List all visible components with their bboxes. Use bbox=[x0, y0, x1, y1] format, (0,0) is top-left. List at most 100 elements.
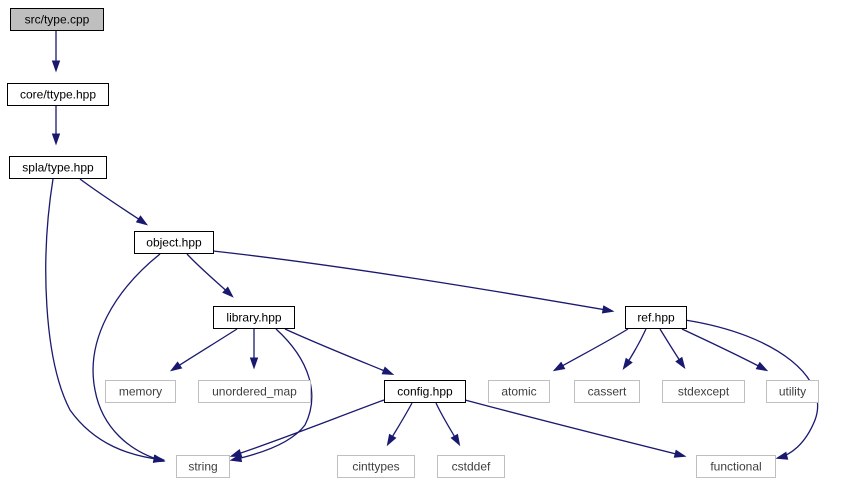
arrow-head-icon bbox=[755, 361, 769, 372]
edge-library_hpp-to-unordered_map bbox=[249, 329, 259, 370]
node-label: memory bbox=[119, 385, 162, 399]
edge-library_hpp-to-config_hpp bbox=[284, 328, 395, 375]
node-library-hpp[interactable]: library.hpp bbox=[213, 306, 295, 329]
node-utility: utility bbox=[766, 380, 819, 403]
nodes-layer: src/type.cpp core/ttype.hpp spla/type.hpp o… bbox=[7, 8, 819, 478]
edge-config_hpp-to-cinttypes bbox=[386, 402, 413, 447]
arrow-head-icon bbox=[51, 133, 61, 146]
node-core-ttype-hpp[interactable]: core/ttype.hpp bbox=[7, 83, 109, 106]
edge-line bbox=[231, 328, 313, 461]
node-label: core/ttype.hpp bbox=[20, 88, 96, 102]
node-box bbox=[105, 380, 176, 403]
edge-line bbox=[231, 399, 385, 457]
node-box bbox=[134, 231, 214, 254]
arrow-head-icon bbox=[222, 286, 234, 298]
edge-line bbox=[212, 250, 613, 312]
edge-config_hpp-to-cstddef bbox=[435, 402, 461, 447]
edge-object_hpp-to-ref_hpp bbox=[212, 250, 615, 314]
edge-line bbox=[284, 328, 393, 375]
edge-line bbox=[554, 328, 629, 371]
arrow-head-icon bbox=[169, 361, 183, 372]
arrow-head-icon bbox=[249, 357, 259, 370]
node-memory: memory bbox=[105, 380, 176, 403]
edge-config_hpp-to-functional bbox=[464, 399, 687, 458]
node-cstddef: cstddef bbox=[437, 455, 505, 478]
node-label: library.hpp bbox=[226, 311, 281, 325]
node-atomic: atomic bbox=[488, 380, 550, 403]
arrow-head-icon bbox=[675, 356, 686, 370]
arrow-head-icon bbox=[386, 433, 397, 447]
node-label: src/type.cpp bbox=[25, 13, 90, 27]
node-ref-hpp[interactable]: ref.hpp bbox=[625, 306, 687, 329]
node-box bbox=[488, 380, 550, 403]
edge-line bbox=[464, 399, 685, 457]
node-label: string bbox=[188, 460, 217, 474]
arrow-head-icon bbox=[601, 305, 615, 314]
node-label: stdexcept bbox=[678, 385, 730, 399]
node-functional: functional bbox=[696, 455, 776, 478]
edge-ref_hpp-to-stdexcept bbox=[659, 328, 686, 370]
node-label: utility bbox=[779, 385, 806, 399]
node-label: unordered_map bbox=[212, 385, 297, 399]
node-string: string bbox=[176, 455, 230, 478]
node-box bbox=[7, 83, 109, 106]
node-box bbox=[384, 380, 466, 403]
edges-layer bbox=[45, 31, 819, 464]
node-box bbox=[437, 455, 505, 478]
edge-line bbox=[681, 328, 767, 371]
node-label: spla/type.hpp bbox=[22, 161, 94, 175]
node-config-hpp[interactable]: config.hpp bbox=[384, 380, 466, 403]
edge-line bbox=[45, 178, 164, 461]
node-object-hpp[interactable]: object.hpp bbox=[134, 231, 214, 254]
node-label: ref.hpp bbox=[637, 311, 675, 325]
arrow-head-icon bbox=[135, 215, 149, 226]
node-box bbox=[625, 306, 687, 329]
node-box bbox=[574, 380, 640, 403]
node-stdexcept: stdexcept bbox=[662, 380, 745, 403]
arrow-head-icon bbox=[450, 433, 461, 447]
node-src-type-cpp[interactable]: src/type.cpp bbox=[10, 8, 104, 31]
arrow-head-icon bbox=[552, 361, 566, 372]
edge-object_hpp-to-string bbox=[92, 253, 166, 463]
edge-config_hpp-to-string bbox=[229, 399, 385, 458]
edge-line bbox=[79, 178, 147, 225]
edge-src_type_cpp-to-core_ttype_hpp bbox=[51, 31, 61, 73]
edge-line bbox=[171, 328, 238, 371]
node-label: cstddef bbox=[452, 460, 491, 474]
edge-core_ttype_hpp-to-spla_type_hpp bbox=[51, 106, 61, 146]
node-cassert: cassert bbox=[574, 380, 640, 403]
node-cinttypes: cinttypes bbox=[337, 455, 415, 478]
node-box bbox=[696, 455, 776, 478]
arrow-head-icon bbox=[381, 366, 395, 375]
node-label: cinttypes bbox=[352, 460, 399, 474]
edge-spla_type_hpp-to-object_hpp bbox=[79, 178, 149, 226]
node-label: cassert bbox=[588, 385, 627, 399]
node-label: object.hpp bbox=[146, 236, 202, 250]
node-box bbox=[9, 156, 107, 179]
node-label: functional bbox=[710, 460, 761, 474]
arrow-head-icon bbox=[673, 449, 687, 458]
arrow-head-icon bbox=[622, 357, 633, 371]
node-box bbox=[662, 380, 745, 403]
arrow-head-icon bbox=[152, 454, 166, 463]
node-label: atomic bbox=[501, 385, 536, 399]
node-box bbox=[213, 306, 295, 329]
edge-ref_hpp-to-utility bbox=[681, 328, 769, 372]
node-box bbox=[766, 380, 819, 403]
arrow-head-icon bbox=[51, 60, 61, 73]
node-box bbox=[10, 8, 104, 31]
edge-ref_hpp-to-atomic bbox=[552, 328, 629, 372]
edge-object_hpp-to-library_hpp bbox=[186, 253, 234, 298]
node-label: config.hpp bbox=[397, 385, 453, 399]
node-spla-type-hpp[interactable]: spla/type.hpp bbox=[9, 156, 107, 179]
node-box bbox=[176, 455, 230, 478]
edge-ref_hpp-to-cassert bbox=[622, 328, 647, 371]
edge-library_hpp-to-memory bbox=[169, 328, 238, 372]
arrow-head-icon bbox=[775, 451, 789, 460]
edge-line bbox=[92, 253, 164, 462]
node-box bbox=[337, 455, 415, 478]
node-unordered-map: unordered_map bbox=[198, 380, 311, 403]
arrow-head-icon bbox=[229, 448, 243, 458]
node-box bbox=[198, 380, 311, 403]
